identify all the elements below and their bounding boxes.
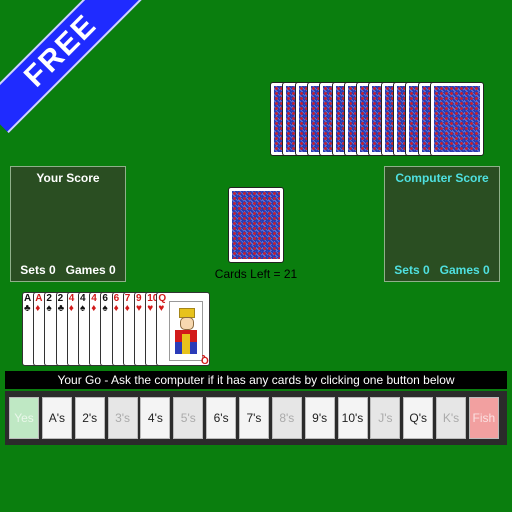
card-rank-bottom: Q <box>200 354 209 365</box>
computer-sets-label: Sets <box>394 263 420 277</box>
ask-button-js[interactable]: J's <box>370 397 401 439</box>
your-sets-value: 0 <box>48 263 56 277</box>
your-score-line: Sets 0 Games 0 <box>11 263 125 277</box>
card-suit: ♦ <box>113 303 119 314</box>
ask-button-2s[interactable]: 2's <box>74 397 105 439</box>
ask-button-9s[interactable]: 9's <box>304 397 335 439</box>
card-rank: 4 <box>80 293 86 304</box>
card-rank: 10 <box>147 293 159 304</box>
card-suit: ♠ <box>102 303 108 314</box>
card-rank: 6 <box>113 293 120 304</box>
ask-button-qs[interactable]: Q's <box>403 397 434 439</box>
card-suit: ♣ <box>24 303 31 314</box>
card-rank: A <box>24 293 32 304</box>
prompt-text: Your Go - Ask the computer if it has any… <box>57 373 455 387</box>
computer-score-line: Sets 0 Games 0 <box>385 263 499 277</box>
card-suit: ♦ <box>91 303 97 314</box>
your-games-value: 0 <box>109 263 116 277</box>
player-hand: A♣A♦2♠2♣4♦4♠4♦6♠6♦7♦9♥10♥Q♥Q <box>22 292 232 366</box>
your-score-title: Your Score <box>36 171 100 185</box>
ask-button-4s[interactable]: 4's <box>140 397 171 439</box>
ask-button-5s[interactable]: 5's <box>173 397 204 439</box>
hand-card[interactable]: Q♥Q <box>156 292 211 366</box>
computer-hand <box>270 82 494 158</box>
card-rank: 7 <box>124 293 131 304</box>
computer-card-back <box>429 82 484 156</box>
card-suit: ♥ <box>147 303 154 314</box>
computer-games-label: Games <box>439 263 480 277</box>
your-games-label: Games <box>65 263 106 277</box>
prompt-bar: Your Go - Ask the computer if it has any… <box>5 371 507 389</box>
card-suit: ♦ <box>35 303 41 314</box>
computer-score-title: Computer Score <box>395 171 489 185</box>
card-suit: ♠ <box>80 303 86 314</box>
card-rank: 4 <box>68 293 75 304</box>
cards-left-label: Cards Left = 21 <box>214 267 298 281</box>
card-suit: ♥ <box>136 303 142 314</box>
computer-games-value: 0 <box>483 263 490 277</box>
ask-button-6s[interactable]: 6's <box>206 397 237 439</box>
ask-button-ks[interactable]: K's <box>436 397 467 439</box>
draw-pile[interactable] <box>228 187 284 263</box>
ask-button-fish[interactable]: Fish <box>468 397 499 439</box>
free-label: FREE <box>17 7 104 94</box>
card-rank: 2 <box>46 293 52 304</box>
card-suit: ♠ <box>46 303 52 314</box>
your-sets-label: Sets <box>20 263 46 277</box>
card-suit: ♦ <box>124 303 130 314</box>
card-rank: 2 <box>57 293 64 304</box>
card-rank: Q <box>158 293 167 304</box>
ask-button-3s[interactable]: 3's <box>107 397 138 439</box>
queen-face-art <box>169 301 204 361</box>
card-suit: ♦ <box>68 303 74 314</box>
computer-sets-value: 0 <box>422 263 430 277</box>
ask-button-10s[interactable]: 10's <box>337 397 368 439</box>
card-rank: 6 <box>102 293 108 304</box>
card-suit: ♥ <box>158 303 165 314</box>
ask-button-yes[interactable]: Yes <box>9 397 39 439</box>
card-rank: A <box>35 293 43 304</box>
card-suit: ♣ <box>57 303 65 314</box>
card-rank: 4 <box>91 293 97 304</box>
your-score-panel: Your Score Sets 0 Games 0 <box>10 166 126 282</box>
free-badge: FREE <box>0 0 144 134</box>
ask-button-as[interactable]: A's <box>41 397 72 439</box>
computer-score-panel: Computer Score Sets 0 Games 0 <box>384 166 500 282</box>
ask-button-7s[interactable]: 7's <box>238 397 269 439</box>
ask-button-8s[interactable]: 8's <box>271 397 302 439</box>
card-rank: 9 <box>136 293 142 304</box>
